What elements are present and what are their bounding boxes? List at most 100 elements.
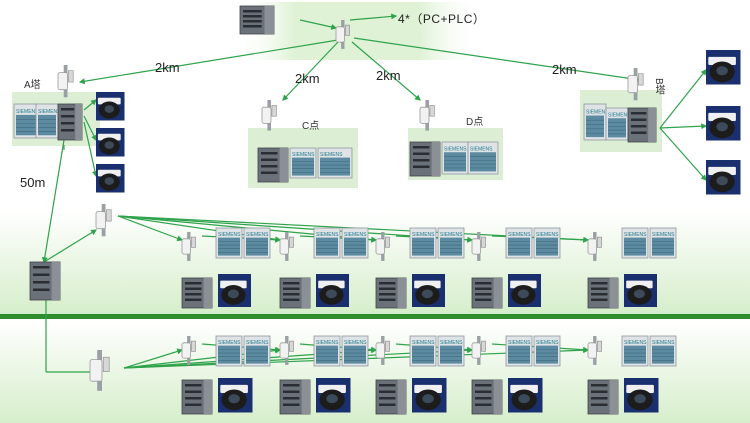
link-line <box>117 215 184 242</box>
siemens-logo: SIEMENS <box>246 340 269 346</box>
siemens-plc-icon: SIEMENS <box>441 141 469 175</box>
industrial-switch-icon <box>239 5 275 35</box>
siemens-plc-icon: SIEMENS <box>605 107 631 141</box>
siemens-logo: SIEMENS <box>508 232 531 238</box>
industrial-switch-icon <box>471 277 503 309</box>
siemens-plc-icon: SIEMENS <box>649 227 677 259</box>
dome-camera-icon <box>706 160 741 195</box>
wireless-bridge-icon <box>375 336 390 365</box>
siemens-logo: SIEMENS <box>292 152 315 158</box>
siemens-plc-icon: SIEMENS <box>341 227 369 259</box>
dome-camera-icon <box>706 50 741 85</box>
site-c-label: C点 <box>302 121 320 132</box>
siemens-logo: SIEMENS <box>440 340 463 346</box>
siemens-logo: SIEMENS <box>344 232 367 238</box>
siemens-logo: SIEMENS <box>508 340 531 346</box>
siemens-plc-icon: SIEMENS <box>243 227 271 259</box>
siemens-plc-icon: SIEMENS <box>409 227 437 259</box>
siemens-plc-icon: SIEMENS <box>621 335 649 367</box>
siemens-plc-icon: SIEMENS <box>215 335 243 367</box>
industrial-switch-icon <box>627 107 657 143</box>
siemens-logo: SIEMENS <box>624 232 647 238</box>
siemens-plc-icon: SIEMENS <box>313 335 341 367</box>
dome-camera-icon <box>412 274 445 307</box>
dome-camera-icon <box>706 106 741 141</box>
wireless-bridge-icon <box>181 232 196 261</box>
wireless-bridge-icon <box>181 336 196 365</box>
site-a-label: A塔 <box>24 80 41 91</box>
vertical-distance: 50m <box>20 175 46 190</box>
link-line <box>83 99 97 111</box>
industrial-switch-icon <box>257 147 289 183</box>
dome-camera-icon <box>316 378 351 413</box>
siemens-plc-icon: SIEMENS <box>341 335 369 367</box>
siemens-plc-icon: SIEMENS <box>533 227 561 259</box>
siemens-plc-icon: SIEMENS <box>621 227 649 259</box>
site-b-label: B塔 <box>653 78 664 95</box>
link-line <box>351 41 421 101</box>
link-line <box>282 41 339 101</box>
link-c-distance: 2km <box>295 71 320 86</box>
link-line <box>83 121 98 178</box>
siemens-logo: SIEMENS <box>316 340 339 346</box>
industrial-switch-icon <box>181 379 213 415</box>
dome-camera-icon <box>316 274 349 307</box>
dome-camera-icon <box>412 378 447 413</box>
siemens-plc-icon: SIEMENS <box>317 147 353 179</box>
link-line <box>83 115 97 142</box>
siemens-logo: SIEMENS <box>470 146 493 152</box>
siemens-logo: SIEMENS <box>652 232 675 238</box>
wireless-bridge-icon <box>587 336 602 365</box>
industrial-switch-icon <box>279 277 311 309</box>
industrial-switch-icon <box>375 379 407 415</box>
siemens-logo: SIEMENS <box>344 340 367 346</box>
siemens-plc-icon: SIEMENS <box>505 227 533 259</box>
siemens-logo: SIEMENS <box>444 146 467 152</box>
industrial-switch-icon <box>375 277 407 309</box>
wireless-bridge-icon <box>279 336 294 365</box>
siemens-logo: SIEMENS <box>218 340 241 346</box>
row-divider <box>0 314 750 319</box>
siemens-plc-icon: SIEMENS <box>437 227 465 259</box>
dome-camera-icon <box>624 378 659 413</box>
wireless-bridge-icon <box>335 20 350 49</box>
link-line <box>41 139 65 264</box>
siemens-logo: SIEMENS <box>412 340 435 346</box>
siemens-logo: SIEMENS <box>608 112 631 118</box>
wireless-bridge-icon <box>89 350 110 391</box>
link-line <box>78 39 339 85</box>
wireless-bridge-icon <box>419 100 435 131</box>
industrial-switch-icon <box>587 379 619 415</box>
siemens-logo: SIEMENS <box>38 109 61 115</box>
link-line <box>659 69 707 129</box>
dome-camera-icon <box>508 274 541 307</box>
siemens-plc-icon: SIEMENS <box>313 227 341 259</box>
top-note-label: 4*（PC+PLC） <box>398 12 486 26</box>
dome-camera-icon <box>218 378 253 413</box>
wireless-bridge-icon <box>57 65 74 98</box>
link-b-distance: 2km <box>552 62 577 77</box>
siemens-logo: SIEMENS <box>440 232 463 238</box>
industrial-switch-icon <box>57 103 83 141</box>
industrial-switch-icon <box>587 277 619 309</box>
siemens-logo: SIEMENS <box>320 152 343 158</box>
link-line <box>299 19 338 30</box>
siemens-plc-icon: SIEMENS <box>505 335 533 367</box>
link-line <box>43 229 98 263</box>
siemens-plc-icon: SIEMENS <box>215 227 243 259</box>
dome-camera-icon <box>218 274 251 307</box>
wireless-bridge-icon <box>279 232 294 261</box>
wireless-bridge-icon <box>471 232 486 261</box>
siemens-logo: SIEMENS <box>586 109 609 115</box>
industrial-switch-icon <box>409 141 441 177</box>
link-line <box>659 123 708 130</box>
wireless-bridge-icon <box>261 100 277 131</box>
industrial-switch-icon <box>181 277 213 309</box>
dome-camera-icon <box>508 378 543 413</box>
siemens-plc-icon: SIEMENS <box>13 103 39 139</box>
wireless-bridge-icon <box>95 204 112 237</box>
siemens-logo: SIEMENS <box>536 340 559 346</box>
